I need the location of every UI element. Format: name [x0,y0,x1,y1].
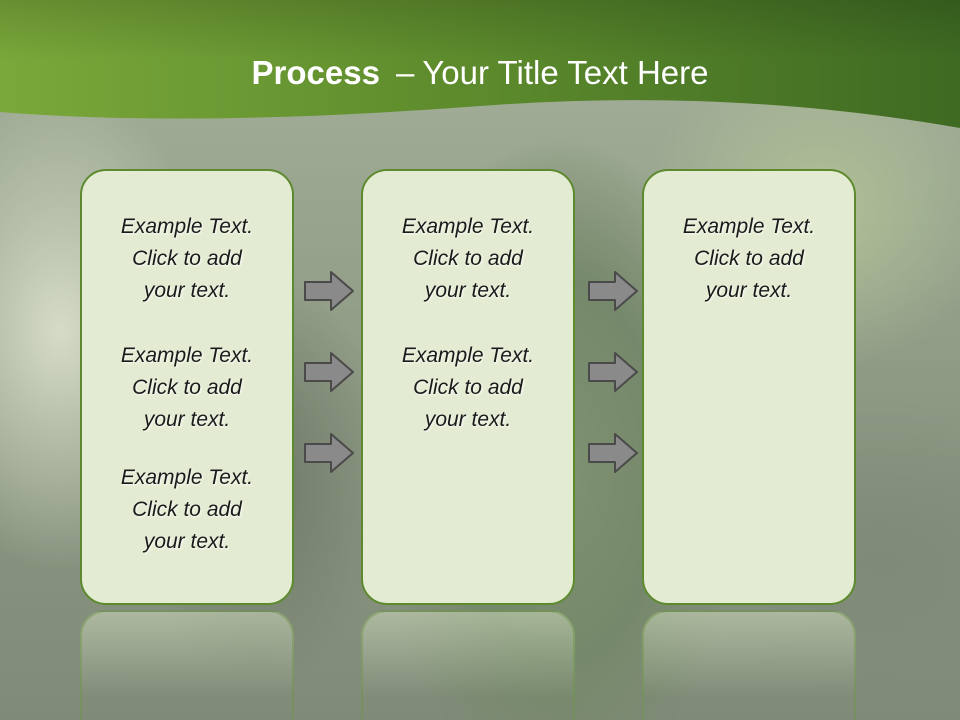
process-box-3[interactable] [642,169,856,605]
right-arrow-icon [304,433,354,473]
box-reflection-2 [361,610,575,720]
text-line: your text. [143,530,231,553]
text-line: your text. [424,279,512,302]
process-box-1[interactable] [80,169,294,605]
text-line: Click to add [694,247,804,270]
right-arrow-icon [588,352,638,392]
title-rest: Your Title Text Here [422,54,709,91]
right-arrow-icon [588,271,638,311]
right-arrow-icon [304,352,354,392]
text-line: your text. [705,279,793,302]
text-line: Click to add [413,376,523,399]
text-line: Click to add [132,247,242,270]
text-block[interactable]: Example Text. Click to add your text. [361,340,575,436]
text-line: Click to add [413,247,523,270]
text-block[interactable]: Example Text. Click to add your text. [80,340,294,436]
text-line: Example Text. [682,215,816,238]
box-reflection-1 [80,610,294,720]
title-bold: Process [251,54,380,91]
text-line: Click to add [132,498,242,521]
title-dash: – [395,54,415,91]
text-line: your text. [143,408,231,431]
slide-title[interactable]: Process–Your Title Text Here [0,54,960,92]
text-line: Example Text. [401,215,535,238]
box-reflection-3 [642,610,856,720]
text-line: your text. [143,279,231,302]
right-arrow-icon [304,271,354,311]
text-block[interactable]: Example Text. Click to add your text. [80,462,294,558]
text-line: Click to add [132,376,242,399]
text-line: Example Text. [120,215,254,238]
text-line: Example Text. [120,466,254,489]
text-line: Example Text. [120,344,254,367]
right-arrow-icon [588,433,638,473]
text-line: Example Text. [401,344,535,367]
text-line: your text. [424,408,512,431]
text-block[interactable]: Example Text. Click to add your text. [642,211,856,307]
title-banner: Process–Your Title Text Here [0,0,960,140]
text-block[interactable]: Example Text. Click to add your text. [361,211,575,307]
process-box-2[interactable] [361,169,575,605]
text-block[interactable]: Example Text. Click to add your text. [80,211,294,307]
